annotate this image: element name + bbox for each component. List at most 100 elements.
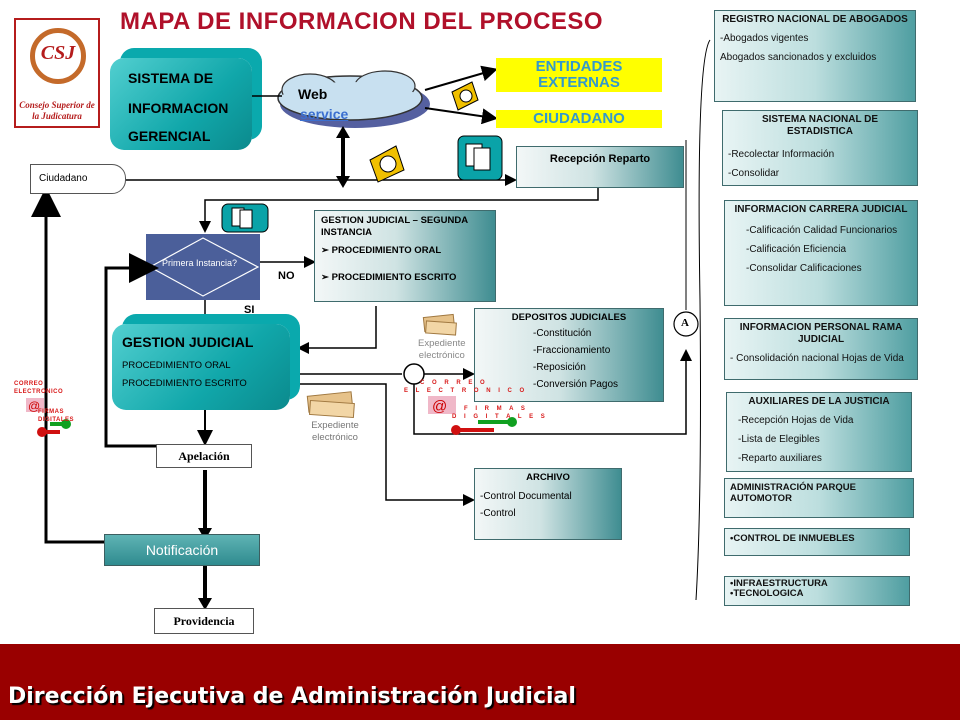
satellite-dish-icon-1 [451,81,479,111]
inmuebles-title: •CONTROL DE INMUEBLES [730,533,855,544]
parque-title: ADMINISTRACIÓN PARQUE AUTOMOTOR [730,482,856,504]
expediente-2-line1: Expediente [311,420,359,431]
footer-bar: Dirección Ejecutiva de Administración Ju… [0,644,960,720]
auxiliares-item-2: -Lista de Elegibles [738,434,820,445]
estadistica-box: SISTEMA NACIONAL DE ESTADISTICA -Recolec… [722,110,918,186]
gestion-segunda-item1-label: PROCEDIMIENTO ORAL [331,245,442,256]
estadistica-item-1: -Recolectar Información [728,149,835,160]
auxiliares-title: AUXILIARES DE LA JUSTICIA [748,396,890,407]
entidades-line1: ENTIDADES [535,58,623,75]
connector-a-label: A [681,317,689,329]
personal-title: INFORMACION PERSONAL RAMA JUDICIAL [739,322,903,345]
folder-icon-1 [422,313,457,336]
sig-line3: GERENCIAL [128,128,211,144]
logo-subtitle: Consejo Superior de la Judicatura [19,100,95,121]
svg-text:@: @ [432,398,447,415]
gestion-judicial-item1: PROCEDIMIENTO ORAL [122,360,231,371]
decision-no-label: NO [278,270,295,282]
csj-logo: CSJ Consejo Superior de la Judicatura [14,18,100,128]
infraestructura-box: •INFRAESTRUCTURA •TECNOLOGICA [724,576,910,606]
document-icon-segunda [221,203,269,233]
email-icon-left: @ [26,398,44,413]
infra-line1: •INFRAESTRUCTURA [730,578,828,589]
web-service-cloud [277,70,430,128]
decision-background [146,234,260,300]
registro-item-1: -Abogados vigentes [720,33,809,44]
personal-rama-box: INFORMACION PERSONAL RAMA JUDICIAL - Con… [724,318,918,380]
page-title: MAPA DE INFORMACION DEL PROCESO [120,8,604,35]
correo-right-line1: C O R R E O [420,380,488,386]
diagram-connectors: @ @ [26,39,711,610]
infra-line1-text: INFRAESTRUCTURA [733,578,828,589]
web-service-label: Web [298,86,328,102]
ciudadano-yellow-box: CIUDADANO [496,110,662,128]
archivo-item-2: -Control [480,508,516,519]
estadistica-title: SISTEMA NACIONAL DE ESTADISTICA [761,114,879,137]
folder-icon-2 [306,391,355,419]
sig-line2: INFORMACION [128,100,229,116]
gestion-segunda-box: GESTION JUDICIAL – SEGUNDA INSTANCIA ➢ P… [314,210,496,302]
carrera-item-1: -Calificación Calidad Funcionarios [746,225,898,236]
sistema-informacion-gerencial-box [110,58,252,150]
recepcion-label: Recepción Reparto [549,153,651,165]
decision-label: Primera Instancia? [162,258,238,268]
firmas-right-line1: F I R M A S [464,406,528,412]
svg-text:@: @ [28,399,40,413]
footer-text: Dirección Ejecutiva de Administración Ju… [8,684,576,709]
web-service-link[interactable]: service [300,106,349,122]
carrera-judicial-box: INFORMACION CARRERA JUDICIAL -Calificaci… [724,200,918,306]
carrera-item-2: -Calificación Eficiencia [746,244,847,255]
key-icon-right [451,417,517,435]
expediente-label-1: Expediente electrónico [418,338,466,362]
expediente-label-2: Expediente electrónico [306,420,364,444]
depositos-item-4: -Conversión Pagos [533,379,619,390]
registro-item-2: Abogados sancionados y excluidos [720,52,877,63]
expediente-2-line2: electrónico [312,432,358,443]
gestion-segunda-item2: ➢ PROCEDIMIENTO ESCRITO [321,272,457,283]
logo-emblem [30,28,86,84]
gestion-segunda-item2-label: PROCEDIMIENTO ESCRITO [331,272,457,283]
sig-line1: SISTEMA DE [128,70,214,86]
apelacion-box: Apelación [156,444,252,468]
ciudadano-label: Ciudadano [39,173,88,184]
auxiliares-justicia-box: AUXILIARES DE LA JUSTICIA -Recepción Hoj… [726,392,912,472]
key-icon-left [37,419,71,437]
connector-a-circle [673,311,699,337]
firmas-right-line2: D I G I T A L E S [452,414,548,420]
recepcion-reparto-box: Recepción Reparto [516,146,684,188]
registro-title: REGISTRO NACIONAL DE ABOGADOS [722,14,908,25]
entidades-line2: EXTERNAS [538,74,620,91]
decision-si-label: SI [244,304,255,316]
infra-line2-text: TECNOLOGICA [733,588,804,599]
gestion-segunda-title: GESTION JUDICIAL – SEGUNDA INSTANCIA [321,215,468,238]
archivo-box: ARCHIVO -Control Documental -Control [474,468,622,540]
archivo-item-1: -Control Documental [480,491,572,502]
carrera-title: INFORMACION CARRERA JUDICIAL [734,204,908,215]
parque-automotor-box: ADMINISTRACIÓN PARQUE AUTOMOTOR [724,478,914,518]
notificacion-box: Notificación [104,534,260,566]
depositos-title: DEPOSITOS JUDICIALES [511,312,627,323]
notificacion-label: Notificación [145,542,219,558]
logo-initials: CSJ [40,42,76,64]
correo-left-label: CORREO ELECTRONICO [14,381,64,395]
depositos-judiciales-box: DEPOSITOS JUDICIALES -Constitución -Frac… [474,308,664,402]
satellite-dish-icon-2 [369,145,405,183]
archivo-title: ARCHIVO [526,472,570,483]
depositos-item-3: -Reposición [533,362,586,373]
inmuebles-title-text: CONTROL DE INMUEBLES [733,533,855,544]
auxiliares-item-1: -Recepción Hojas de Vida [738,415,854,426]
control-inmuebles-box: •CONTROL DE INMUEBLES [724,528,910,556]
carrera-item-3: -Consolidar Calificaciones [746,263,862,274]
personal-item-1: - Consolidación nacional Hojas de Vida [730,353,904,364]
estadistica-item-2: -Consolidar [728,168,780,179]
registro-abogados-box: REGISTRO NACIONAL DE ABOGADOS -Abogados … [714,10,916,102]
gestion-judicial-box [112,324,290,410]
gestion-segunda-item1: ➢ PROCEDIMIENTO ORAL [321,245,442,256]
gestion-judicial-title: GESTION JUDICIAL [122,334,254,350]
ciudadano-box: Ciudadano [30,164,126,194]
firmas-left-label: FIRMAS DIGITALES [38,409,75,423]
depositos-item-1: -Constitución [533,328,592,339]
entidades-externas-box: ENTIDADES EXTERNAS [496,58,662,92]
auxiliares-item-3: -Reparto auxiliares [738,453,822,464]
correo-right-line2: E L E C T R O N I C O [404,388,528,394]
